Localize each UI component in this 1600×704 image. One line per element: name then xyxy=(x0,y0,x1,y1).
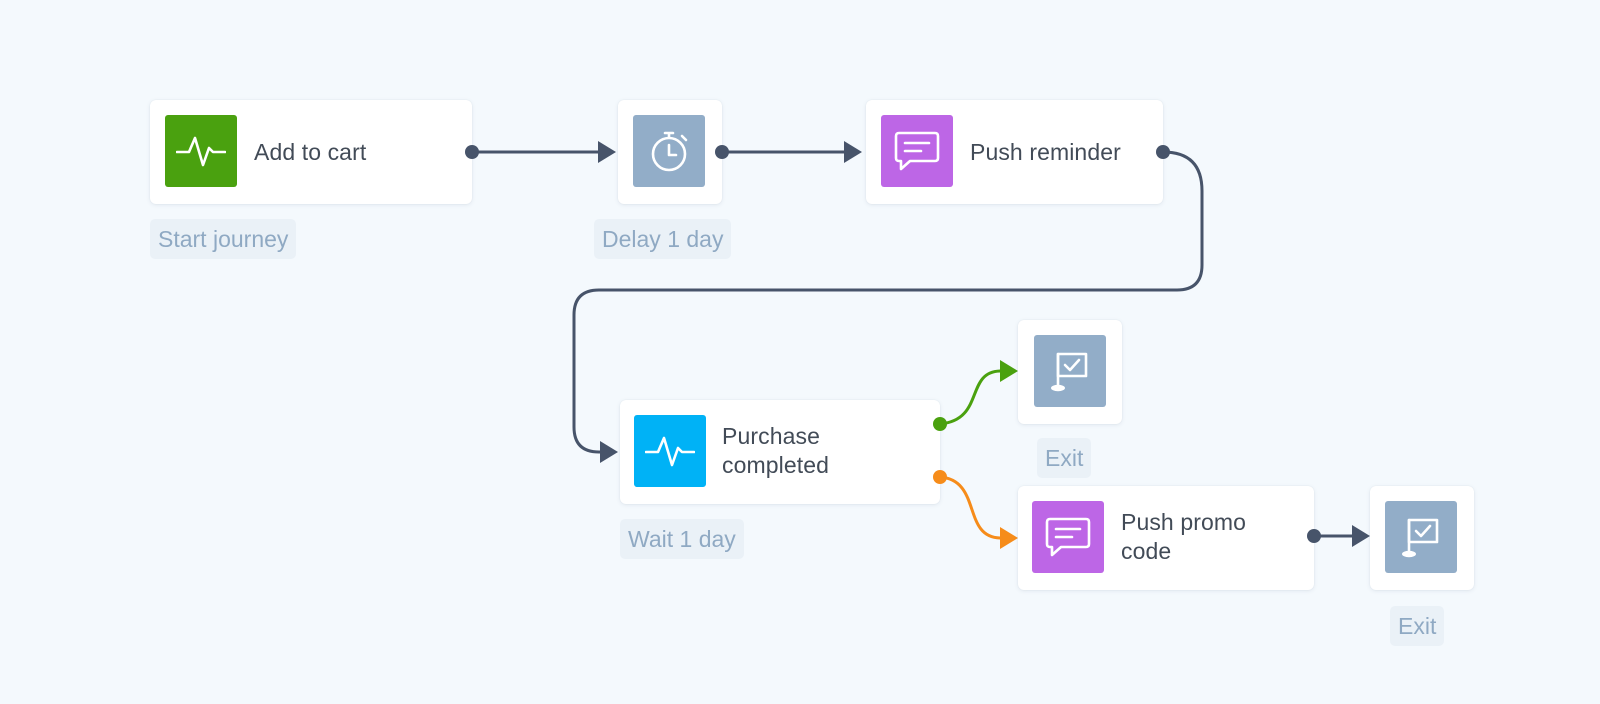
chat-message-icon xyxy=(881,115,953,187)
node-purchase-completed[interactable]: Purchase completed xyxy=(620,400,940,504)
node-push-reminder[interactable]: Push reminder xyxy=(866,100,1163,204)
arrowhead-push-promo xyxy=(1000,527,1018,549)
node-push-promo[interactable]: Push promo code xyxy=(1018,486,1314,590)
arrowhead-purchase xyxy=(600,441,618,463)
output-port[interactable] xyxy=(1156,145,1170,159)
chat-message-icon xyxy=(1032,501,1104,573)
arrowhead-delay xyxy=(598,141,616,163)
flag-check-icon xyxy=(1385,501,1457,573)
node-label: Push promo code xyxy=(1121,508,1246,566)
tag-wait: Wait 1 day xyxy=(620,519,744,559)
node-label-line2: code xyxy=(1121,538,1172,564)
activity-pulse-icon xyxy=(165,115,237,187)
node-label: Purchase completed xyxy=(722,422,829,480)
node-label-line1: Push promo xyxy=(1121,509,1247,535)
node-exit-bottom[interactable] xyxy=(1370,486,1474,590)
output-port[interactable] xyxy=(715,145,729,159)
arrowhead-exit-top xyxy=(1000,360,1018,382)
node-delay[interactable] xyxy=(618,100,722,204)
node-label: Push reminder xyxy=(970,139,1121,165)
tag-start-journey: Start journey xyxy=(150,219,297,259)
node-label: Add to cart xyxy=(254,139,367,165)
arrowhead-exit-bottom xyxy=(1352,525,1370,547)
node-label-line1: Purchase xyxy=(722,423,820,449)
output-port[interactable] xyxy=(1307,529,1321,543)
tag-exit-bottom: Exit xyxy=(1390,606,1445,646)
stopwatch-icon xyxy=(633,115,705,187)
node-label-line2: completed xyxy=(722,452,830,478)
node-exit-top[interactable] xyxy=(1018,320,1122,424)
connector-push-to-purchase xyxy=(572,150,1204,454)
tag-delay: Delay 1 day xyxy=(594,219,732,259)
output-port-no[interactable] xyxy=(933,470,947,484)
connector-branch-yes xyxy=(939,369,1004,426)
connector-branch-no xyxy=(939,475,1004,540)
arrowhead-push-reminder xyxy=(844,141,862,163)
activity-pulse-icon xyxy=(634,415,706,487)
output-port-yes[interactable] xyxy=(933,417,947,431)
output-port[interactable] xyxy=(465,145,479,159)
node-add-to-cart[interactable]: Add to cart xyxy=(150,100,472,204)
flag-check-icon xyxy=(1034,335,1106,407)
tag-exit-top: Exit xyxy=(1037,438,1092,478)
